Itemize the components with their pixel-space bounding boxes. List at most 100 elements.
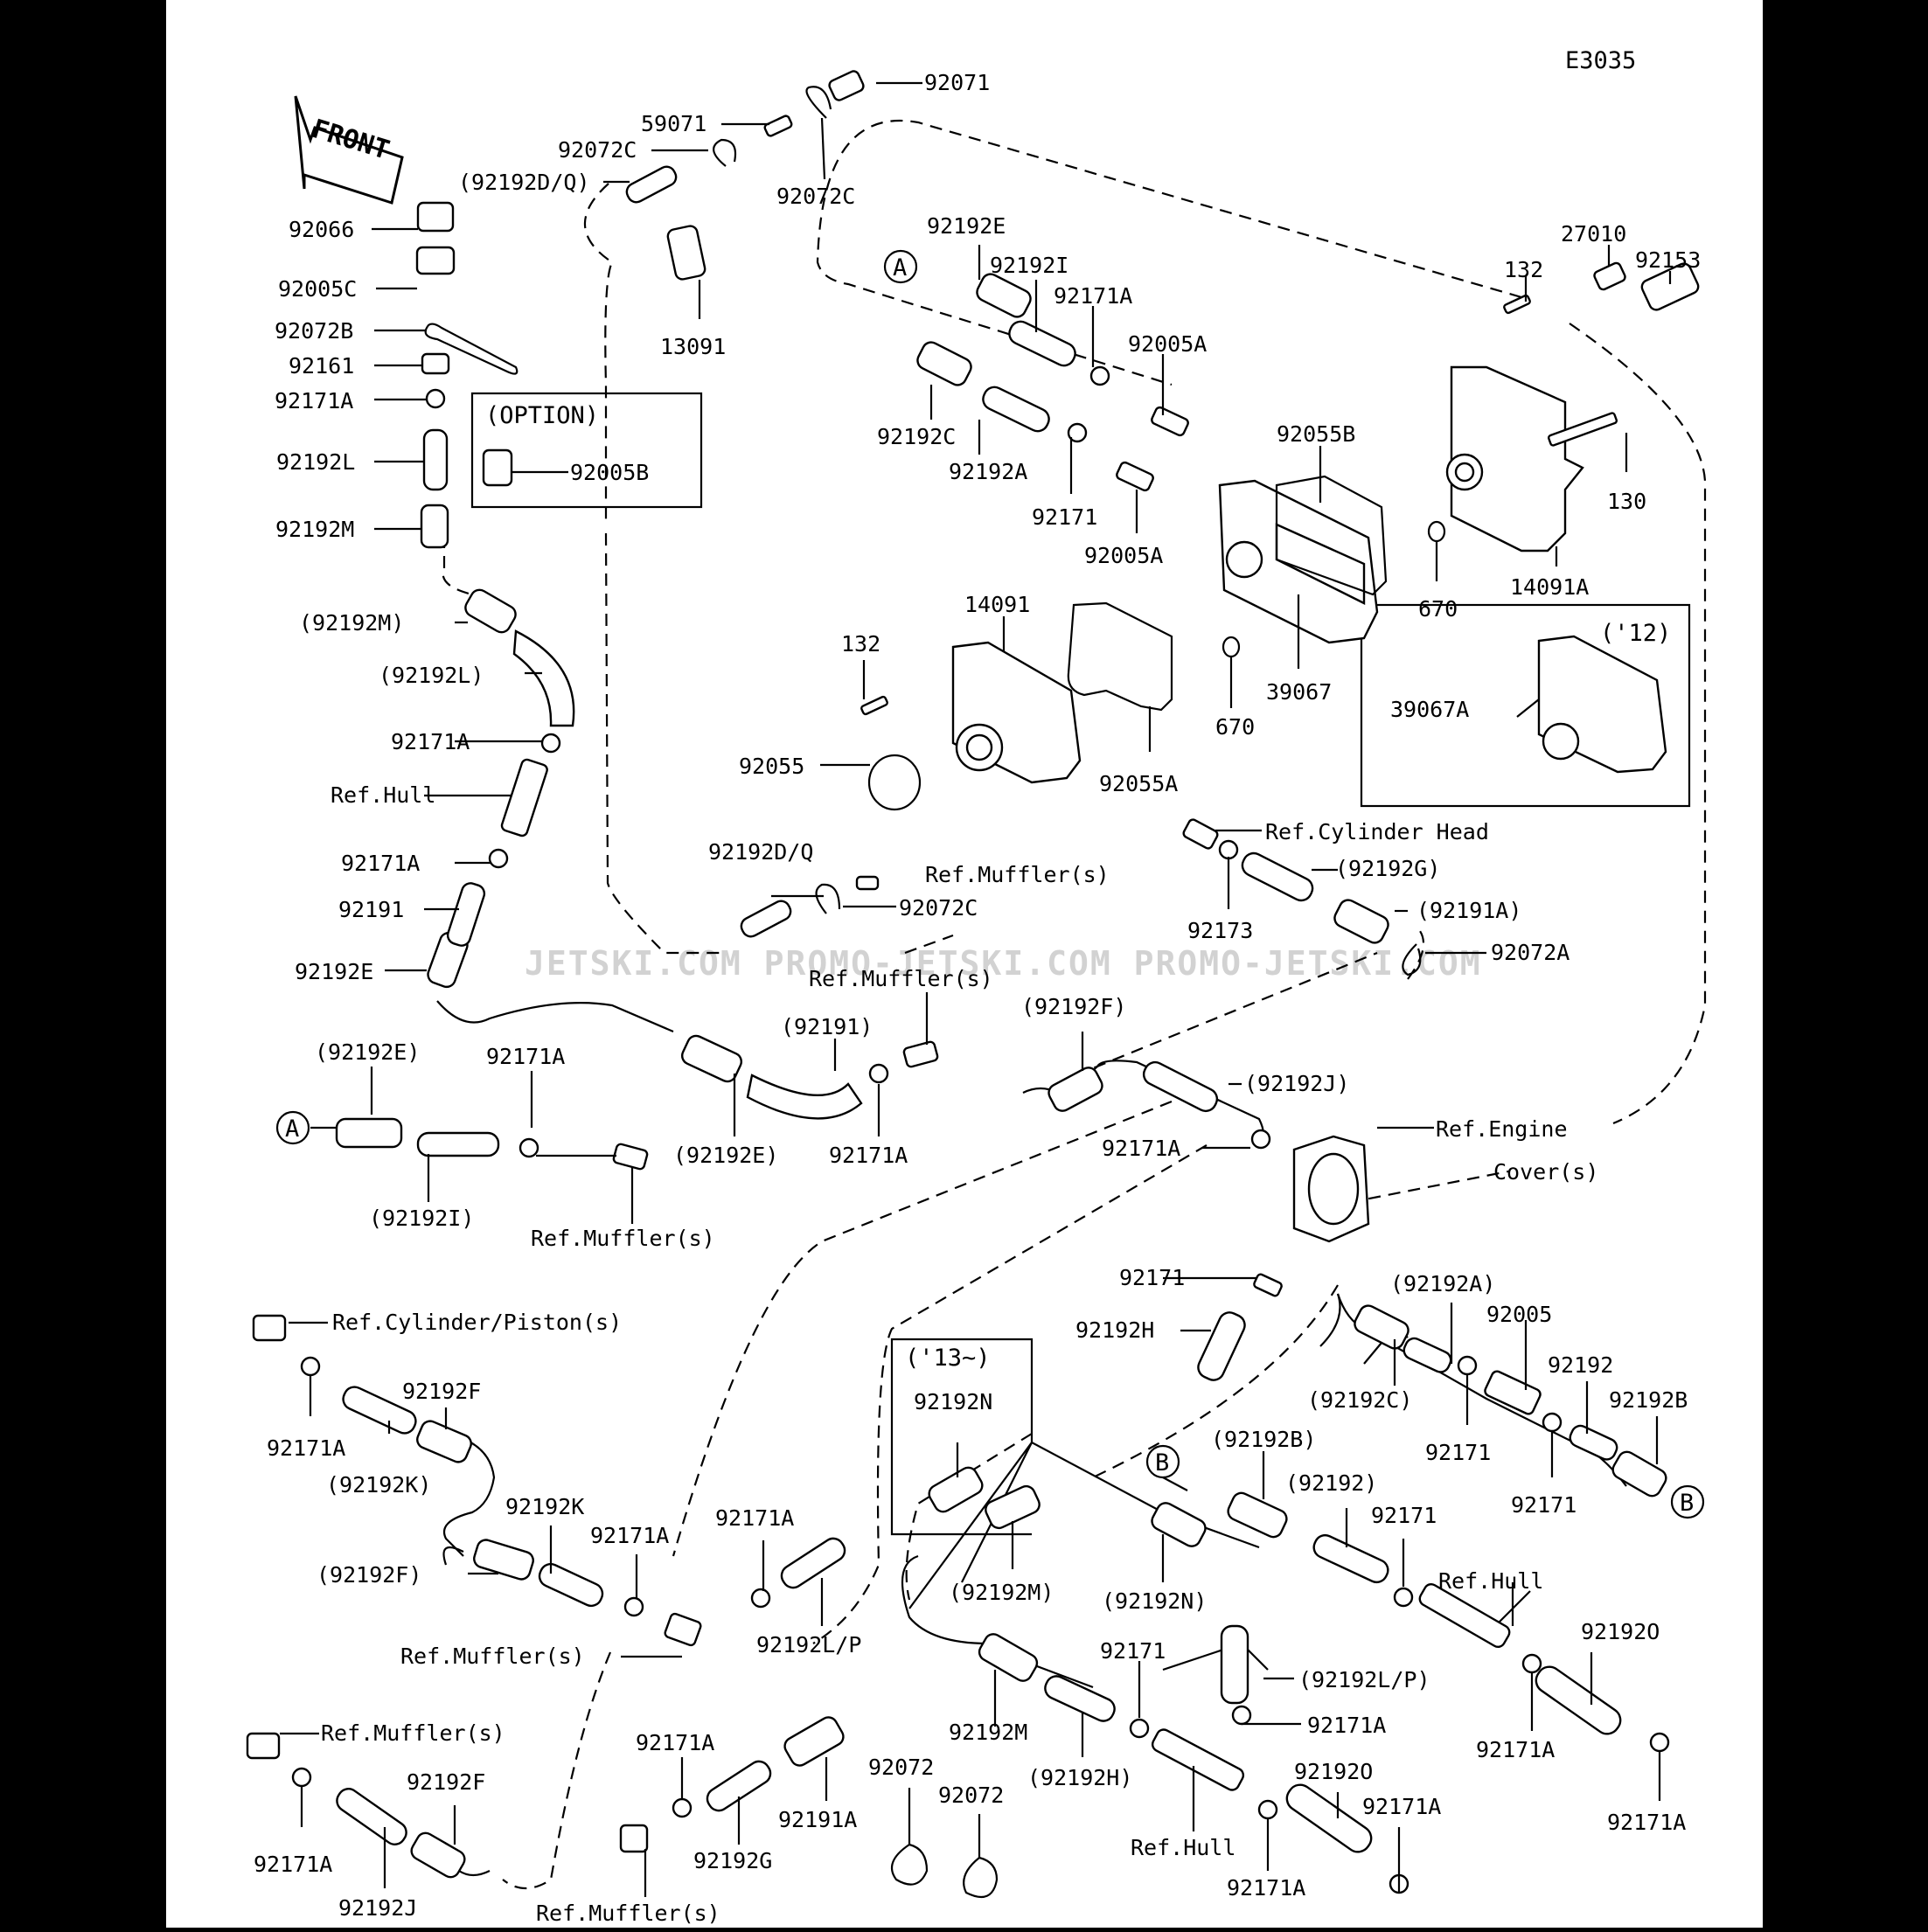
front-label: FRONT [309,114,393,166]
label-130: 130 [1607,489,1646,514]
label-92192H-paren: (92192H) [1027,1765,1132,1790]
clamp-92171A-12 [1649,1732,1670,1753]
label-92192LP-paren: (92192L/P) [1298,1667,1430,1692]
year13-box [890,1338,1034,1536]
label-92171A-14: 92171A [636,1730,714,1755]
label-92192B: 92192B [1609,1387,1688,1413]
washer-92072B [424,323,519,375]
clamp-92171A-3 [488,848,509,869]
hose-92192DQ-mid [740,900,792,938]
label-92192M-paren: (92192M) [299,610,404,636]
fitting-27010 [1593,261,1626,291]
svg-text:B: B [1680,1490,1694,1517]
label-92192E-left: 92192E [295,959,373,984]
fitting-59071 [763,115,793,137]
label-92192C-paren: (92192C) [1307,1387,1412,1413]
label-92192F-paren2: (92192F) [317,1562,421,1588]
label-92192F-top: (92192F) [1021,994,1126,1019]
bolt-132-right [1503,294,1531,315]
clamp-92171-r3 [1393,1587,1414,1608]
circlip-92072C-top [713,138,737,167]
clamp-92171A-2 [540,733,561,754]
label-92171A-4: 92171A [486,1044,565,1069]
fitting-92161 [421,352,450,375]
label-92171A-15: 92171A [1362,1794,1441,1819]
label-92171A-10: 92171A [1307,1713,1386,1738]
clamp-92171-r4 [1129,1718,1150,1739]
circlip-92072-2 [963,1856,999,1899]
label-92192J-paren: (92192J) [1244,1071,1349,1096]
label-132-right: 132 [1504,257,1543,282]
circlip-92072-1 [890,1843,929,1886]
label-92171A-1: 92171A [275,388,353,414]
fittings [246,70,1700,1853]
label-92192M-b: 92192M [949,1720,1027,1745]
hose-92192K [538,1562,604,1608]
label-92171A-5: 92171A [829,1143,908,1168]
label-92005B: 92005B [570,460,649,485]
parts-diagram: JETSKI.COM PROMO-JETSKI.COM PROMO-JETSKI… [246,47,1707,1926]
hose-92192K-paren [342,1386,417,1435]
cover-39067A [1537,635,1667,774]
o-ring-670-right [1427,520,1446,543]
fitting-92005B [482,448,513,487]
label-ref-engine-cover-2: Cover(s) [1493,1159,1598,1185]
fitting-92153 [1640,262,1700,311]
label-92171A-8: 92171A [590,1523,669,1548]
fitting-ref-cyl-head [1182,818,1219,850]
label-92192G-paren: (92192G) [1335,856,1440,881]
label-92171A-13: 92171A [254,1852,332,1877]
label-ref-muffler-5: Ref.Muffler(s) [321,1720,505,1746]
ref-hull-fitting-1 [500,758,548,837]
fitting-92071 [828,70,865,101]
year12-box [1360,603,1691,808]
hose-92192-paren [1312,1533,1389,1584]
label-92161: 92161 [289,353,354,379]
spring-92192F-2 [410,1831,466,1879]
fitting-ref-muffler-2 [902,1040,939,1068]
callout-a-left: A [275,1110,310,1145]
leader-lines [280,81,1672,1897]
clamp-92171A-top [1089,365,1110,386]
spring-92192M-paren [464,588,517,634]
fitting-ref-muffler-1 [855,875,880,891]
label-92192L-paren: (92192L) [379,663,484,688]
o-ring-92055 [867,754,922,811]
label-ref-muffler-2: Ref.Muffler(s) [809,966,993,991]
label-13091: 13091 [660,334,726,359]
bolt-132-left [860,695,888,716]
label-92072B: 92072B [275,318,353,344]
label-92171-r2: 92171 [1511,1492,1577,1518]
label-92192E-paren: (92192E) [315,1039,420,1065]
label-92192DQ-mid: 92192D/Q [708,839,813,865]
watermark: JETSKI.COM PROMO-JETSKI.COM PROMO-JETSKI… [525,944,1482,983]
hose-92191 [446,882,486,947]
label-92191-paren: (92191) [781,1014,873,1039]
label-92192A-top: 92192A [949,459,1027,484]
label-92192O-2: 92192O [1294,1759,1373,1784]
option-label: (OPTION) [485,402,599,429]
label-27010: 27010 [1561,221,1626,247]
label-92192LP-1: 92192L/P [756,1632,861,1657]
fitting-92005A-mid [1116,461,1154,492]
dashed-routing-long-diag [672,1100,1173,1557]
label-92192G: 92192G [693,1848,772,1873]
dashed-routing-left [583,183,726,955]
diagram-code: E3035 [1565,47,1636,74]
label-ref-hull-1: Ref.Hull [331,782,435,808]
hose-92191-paren [746,1074,863,1120]
label-ref-engine-cover-1: Ref.Engine [1436,1116,1568,1142]
hose-92192DQ-top [625,165,678,204]
bolt-130 [1548,412,1618,447]
clamp-92171A-14 [672,1797,693,1818]
label-92005C: 92005C [278,276,357,302]
label-14091: 14091 [964,592,1030,617]
dashed-routing-top [816,119,1522,386]
clamp-92171A-8 [623,1596,644,1617]
spring-92192B-paren [1227,1491,1288,1539]
routing-line-10 [443,1432,496,1557]
label-670-right: 670 [1418,596,1458,622]
label-92191A: 92191A [778,1807,857,1832]
label-92192O-1: 92192O [1581,1619,1660,1644]
fitting-ref-muffler-6 [619,1824,649,1853]
